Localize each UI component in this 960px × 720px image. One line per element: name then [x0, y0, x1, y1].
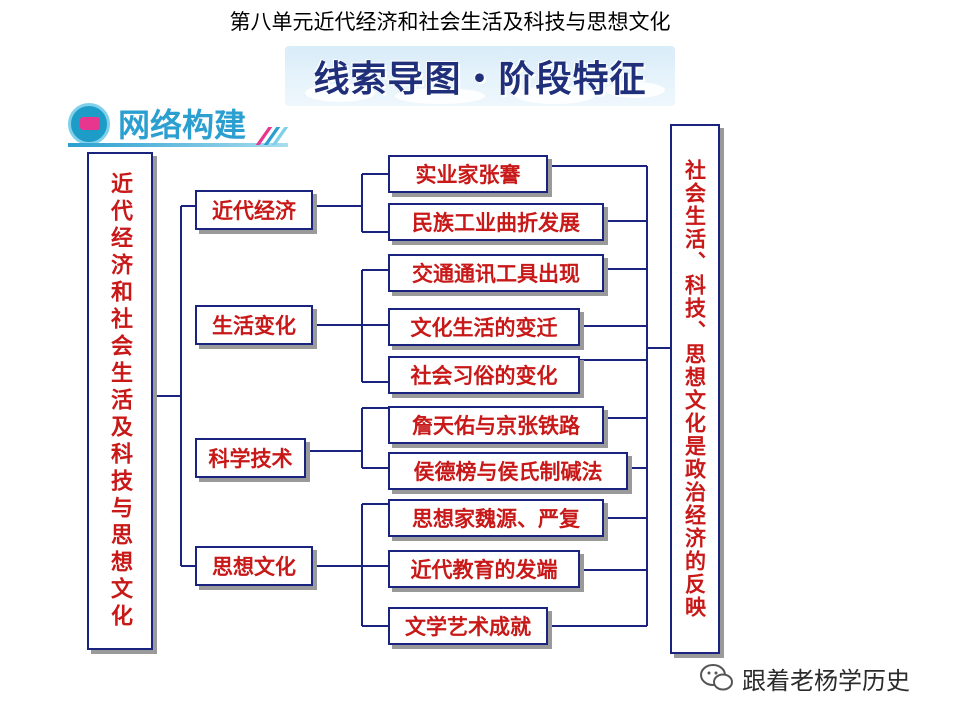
- topic-box: 文化生活的变迁: [388, 308, 580, 346]
- banner-title: 线索导图・阶段特征: [313, 59, 647, 100]
- wechat-icon: [700, 664, 733, 691]
- section-label: 网络构建: [118, 106, 247, 144]
- watermark: 跟着老杨学历史: [700, 660, 910, 696]
- topic-box: 近代教育的发端: [388, 550, 580, 588]
- category-box: 科学技术: [195, 438, 306, 478]
- topic-box: 侯德榜与侯氏制碱法: [388, 452, 628, 490]
- topic-box: 实业家张謇: [388, 155, 548, 193]
- banner: 线索导图・阶段特征: [285, 46, 675, 106]
- topic-box: 民族工业曲折发展: [388, 203, 604, 241]
- topic-box: 思想家魏源、严复: [388, 499, 604, 537]
- unit-topic-box: 近代经济和社会生活及科技与思想文化: [87, 152, 153, 650]
- network-icon: [68, 103, 110, 145]
- section-underline: [68, 143, 288, 147]
- category-box: 近代经济: [195, 190, 313, 230]
- watermark-text: 跟着老杨学历史: [742, 666, 910, 695]
- category-box: 思想文化: [195, 546, 313, 586]
- topic-box: 文学艺术成就: [388, 607, 548, 645]
- topic-box: 詹天佑与京张铁路: [388, 406, 604, 444]
- summary-box: 社会生活、科技、思想文化是政治经济的反映: [670, 124, 720, 654]
- page-title: 第八单元近代经济和社会生活及科技与思想文化: [229, 10, 671, 34]
- topic-box: 交通通讯工具出现: [388, 254, 604, 292]
- category-box: 生活变化: [195, 305, 313, 345]
- topic-box: 社会习俗的变化: [388, 356, 580, 394]
